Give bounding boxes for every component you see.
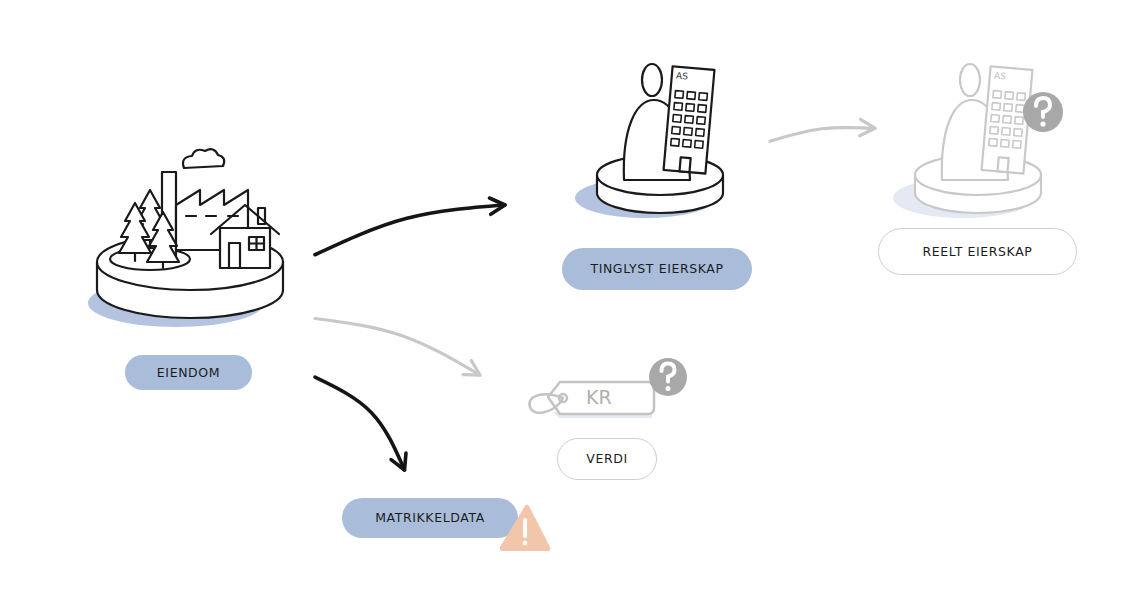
- platform-side: [597, 175, 723, 213]
- question-dot: [666, 386, 671, 391]
- tree-mound: [110, 248, 190, 270]
- price-tag-text: KR: [586, 388, 612, 407]
- building-windows: [671, 91, 708, 149]
- person-body: [942, 100, 1008, 180]
- node-label: REELT EIERSKAP: [923, 245, 1033, 259]
- pine-tree: [119, 203, 151, 261]
- factory-building: [176, 190, 248, 250]
- factory-chimney: [162, 172, 176, 257]
- label-pill: MATRIKKELDATA: [342, 498, 518, 538]
- arrow-head: [490, 198, 505, 214]
- price-tag-illustration: [529, 382, 654, 418]
- node-label: VERDI: [586, 452, 627, 466]
- building-sign: AS: [676, 71, 689, 81]
- connector-line: [315, 377, 405, 470]
- house-body: [220, 228, 270, 268]
- connector-arrow: [315, 377, 406, 470]
- labelled-node: EIENDOM: [90, 140, 315, 395]
- exclamation-bar: [523, 520, 527, 536]
- label-pill: EIENDOM: [125, 355, 252, 390]
- house-door: [229, 243, 240, 268]
- pine-tree: [147, 212, 179, 268]
- property-illustration: [88, 149, 283, 327]
- factory-windows: [186, 215, 238, 217]
- building-body: [664, 66, 715, 173]
- platform-top: [915, 155, 1041, 195]
- label-pill: VERDI: [557, 438, 657, 480]
- building-body: [982, 66, 1033, 173]
- real-owner-illustration: [893, 64, 1041, 218]
- building-windows: [989, 91, 1026, 149]
- arrow-head: [391, 453, 406, 470]
- person-body: [624, 100, 690, 180]
- building-door: [679, 157, 690, 172]
- platform-top: [597, 155, 723, 195]
- node-label: EIENDOM: [157, 366, 220, 380]
- node-label: TINGLYST EIERSKAP: [590, 262, 723, 276]
- tag-string: [529, 394, 563, 412]
- house-roof: [211, 205, 279, 234]
- window-cross: [249, 237, 264, 250]
- house-chimney: [258, 208, 265, 224]
- labelled-node: VERDI: [480, 345, 690, 482]
- question-mark: [662, 364, 675, 382]
- tag-shadow: [552, 412, 652, 418]
- connector-arrow: [315, 319, 480, 376]
- labelled-node: TINGLYST EIERSKAP: [505, 60, 770, 292]
- question-dot: [1040, 121, 1045, 126]
- tag-body: [548, 382, 654, 414]
- connector-line: [315, 319, 480, 376]
- label-pill: TINGLYST EIERSKAP: [562, 248, 752, 290]
- tag-hole: [559, 394, 567, 402]
- company-building: [664, 66, 715, 173]
- badge-circle: [649, 358, 687, 396]
- building-sign: AS: [994, 71, 1007, 81]
- node-label: MATRIKKELDATA: [375, 511, 485, 525]
- labelled-node: REELT EIERSKAP: [875, 70, 1080, 278]
- arrow-head: [463, 361, 480, 376]
- building-door: [997, 157, 1008, 172]
- island-top: [97, 234, 283, 290]
- exclamation-dot: [523, 541, 528, 546]
- platform-shadow: [575, 178, 715, 218]
- question-badge: [1023, 92, 1063, 132]
- badge-circle: [1023, 92, 1063, 132]
- island-side: [97, 262, 283, 318]
- connector-arrow: [315, 198, 505, 255]
- arrow-head: [860, 119, 875, 135]
- company-building: [982, 66, 1033, 173]
- person-head: [960, 64, 980, 96]
- connector-line: [315, 205, 505, 255]
- platform-shadow: [893, 178, 1033, 218]
- connector-arrow: [770, 119, 875, 141]
- person-head: [642, 64, 662, 96]
- label-pill: REELT EIERSKAP: [878, 228, 1077, 275]
- labelled-node: MATRIKKELDATA: [340, 470, 555, 555]
- house-window: [249, 237, 264, 250]
- platform-side: [915, 175, 1041, 213]
- question-mark: [1036, 98, 1050, 117]
- pine-tree: [134, 190, 166, 248]
- question-badge: [649, 358, 687, 396]
- registered-owner-illustration: [575, 64, 723, 218]
- connector-line: [770, 127, 875, 141]
- island-shadow: [88, 279, 264, 327]
- smoke-cloud: [183, 149, 224, 168]
